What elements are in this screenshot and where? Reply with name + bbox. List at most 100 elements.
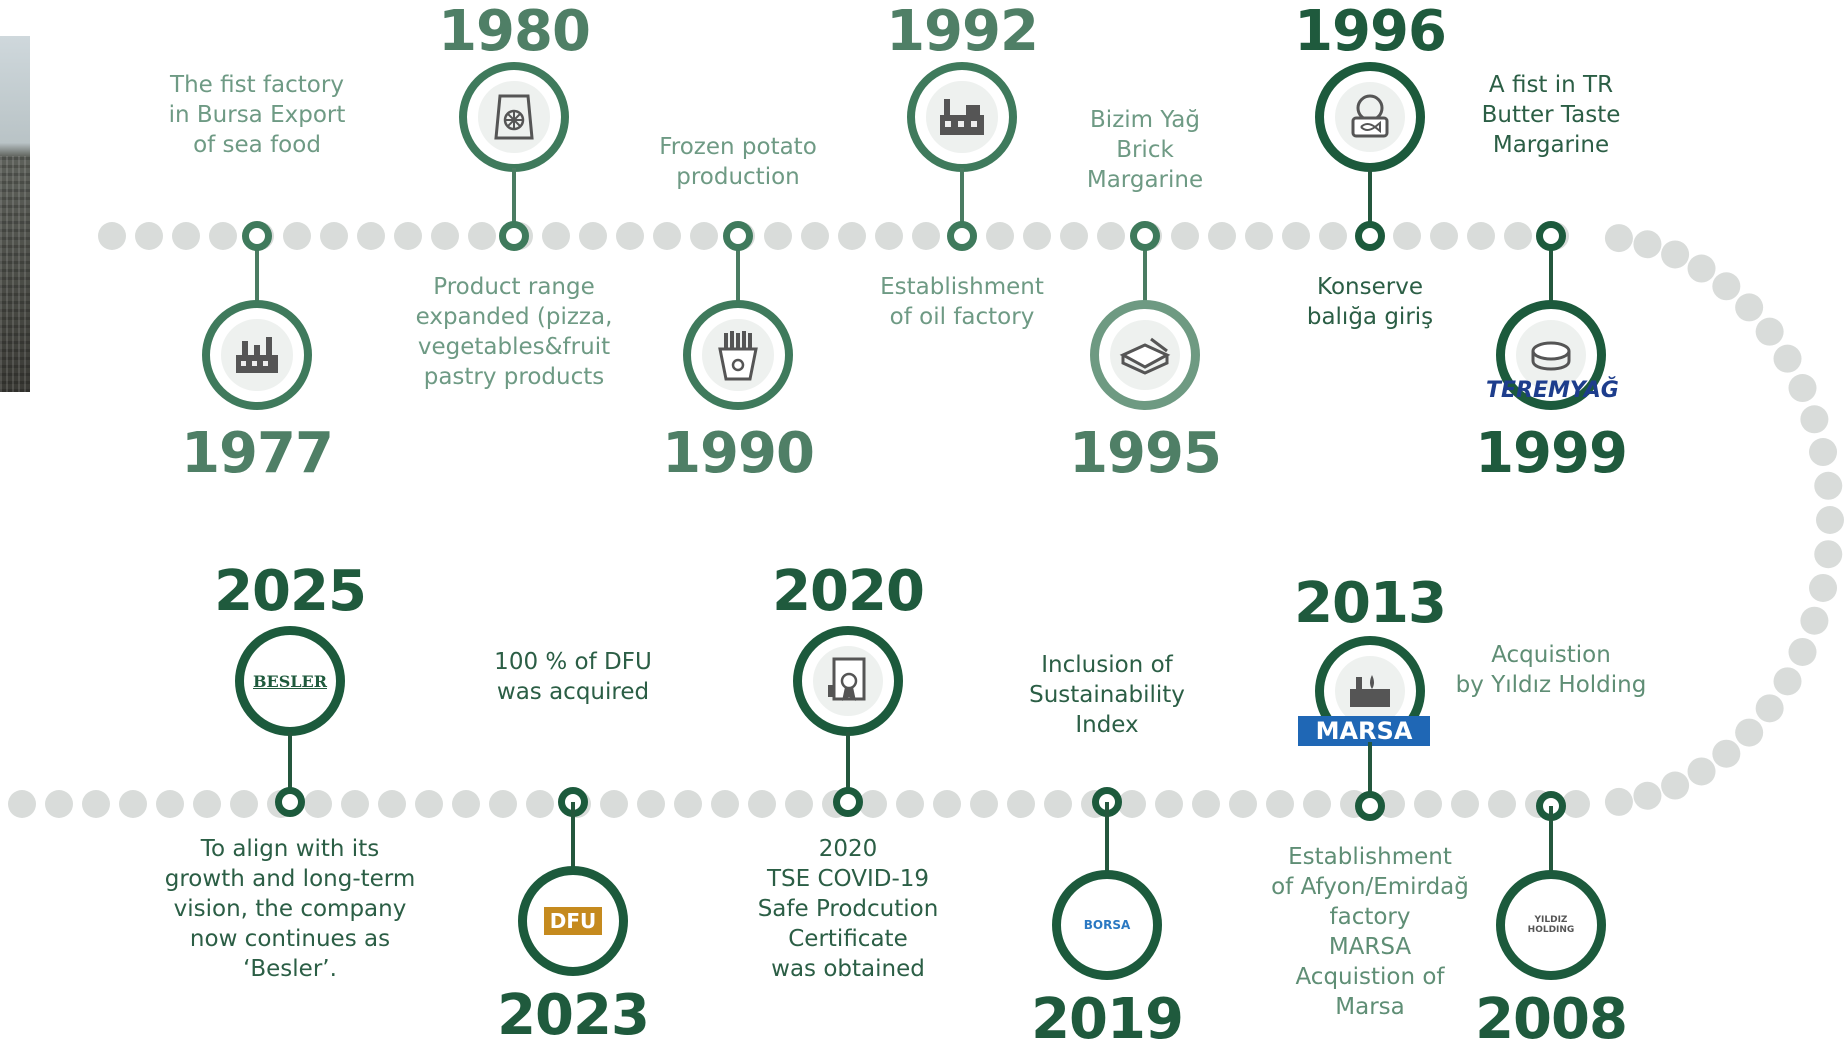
- event-1980-label: Product range expanded (pizza, vegetable…: [415, 274, 613, 390]
- timeline-dot: [1319, 222, 1347, 250]
- timeline-dot: [653, 222, 681, 250]
- event-1980-node: [499, 221, 529, 251]
- event-2023-year: 2023: [497, 983, 650, 1048]
- timeline-dot: [98, 222, 126, 250]
- timeline-dot: [1788, 374, 1817, 403]
- event-2013-stem: [1368, 742, 1372, 802]
- butter-icon: [1110, 320, 1180, 390]
- timeline-dot: [1488, 790, 1516, 818]
- fish-can-icon: [1335, 82, 1405, 152]
- timeline-dot: [912, 222, 940, 250]
- event-1995-node: [1130, 221, 1160, 251]
- timeline-dot: [1809, 573, 1838, 602]
- timeline-dot: [637, 790, 665, 818]
- timeline-dot: [378, 790, 406, 818]
- timeline-dot: [193, 790, 221, 818]
- event-1996-badge: [1315, 62, 1425, 172]
- timeline-dot: [579, 222, 607, 250]
- event-1999-badge: [1496, 300, 1606, 410]
- event-1999-stem: [1549, 236, 1553, 304]
- timeline-dot: [1171, 222, 1199, 250]
- event-2013-year: 2013: [1294, 571, 1447, 636]
- timeline-dot: [1604, 787, 1633, 816]
- event-2008-stem: [1549, 806, 1553, 872]
- timeline-dot: [1633, 230, 1662, 259]
- certificate-icon: [813, 646, 883, 716]
- event-1990-year: 1990: [662, 421, 815, 486]
- timeline-dot: [1155, 790, 1183, 818]
- timeline-dot: [600, 790, 628, 818]
- event-1980-stem: [512, 168, 516, 236]
- borsa-istanbul-logo-icon: BORSA: [1072, 890, 1142, 960]
- timeline-dot: [1060, 222, 1088, 250]
- frozen-bag-icon: [478, 81, 550, 153]
- timeline-dot: [1773, 667, 1802, 696]
- timeline-dot: [674, 790, 702, 818]
- timeline-dot: [1229, 790, 1257, 818]
- timeline-dot: [1562, 790, 1590, 818]
- event-1992-stem: [960, 168, 964, 236]
- marsa-factory-icon: [1335, 656, 1405, 726]
- marsa-brand-logo: MARSA: [1298, 716, 1430, 746]
- timeline-dot: [1044, 790, 1072, 818]
- timeline-dot: [1800, 405, 1829, 434]
- yildiz-holding-logo-icon: YILDIZ HOLDING: [1516, 890, 1586, 960]
- timeline-dot: [1604, 224, 1633, 253]
- event-2025-year: 2025: [214, 559, 367, 624]
- event-1977-badge: [202, 300, 312, 410]
- timeline-dot: [1393, 222, 1421, 250]
- timeline-dot: [341, 790, 369, 818]
- event-2020-badge: [793, 626, 903, 736]
- timeline-dot: [304, 790, 332, 818]
- event-2019-year: 2019: [1031, 987, 1184, 1052]
- event-1977-node: [242, 221, 272, 251]
- fries-icon: [702, 319, 774, 391]
- timeline-dot: [415, 790, 443, 818]
- timeline-dot: [1303, 790, 1331, 818]
- margarine-tub-icon: [1516, 320, 1586, 390]
- timeline-dot: [1735, 293, 1764, 322]
- timeline-dot: [1755, 694, 1784, 723]
- timeline-dot: [1814, 540, 1843, 569]
- timeline-dot: [859, 790, 887, 818]
- timeline-dot: [320, 222, 348, 250]
- timeline-dot: [764, 222, 792, 250]
- event-2008-badge: YILDIZ HOLDING: [1496, 870, 1606, 980]
- timeline-dot: [1712, 739, 1741, 768]
- timeline-dot: [1245, 222, 1273, 250]
- event-1990-badge: [683, 300, 793, 410]
- event-2008-year: 2008: [1475, 987, 1628, 1052]
- timeline-dot: [1755, 317, 1784, 346]
- timeline-dot: [357, 222, 385, 250]
- event-1992-badge: [907, 62, 1017, 172]
- event-1995-badge: [1090, 300, 1200, 410]
- event-2019-stem: [1105, 802, 1109, 872]
- timeline-dot: [1451, 790, 1479, 818]
- event-2020-label: 2020 TSE COVID-19 Safe Prodcution Certif…: [757, 836, 939, 982]
- event-2023-badge: DFU: [518, 866, 628, 976]
- timeline-dot: [1007, 790, 1035, 818]
- timeline-dot: [542, 222, 570, 250]
- event-1992-label: Establishment of oil factory: [880, 274, 1044, 330]
- timeline-dot: [526, 790, 554, 818]
- event-1996-node: [1355, 221, 1385, 251]
- event-2020-stem: [846, 732, 850, 802]
- timeline-dot: [970, 790, 998, 818]
- timeline-dot: [1735, 718, 1764, 747]
- timeline-dot: [394, 222, 422, 250]
- timeline-dot: [986, 222, 1014, 250]
- timeline-dot: [1788, 637, 1817, 666]
- oil-factory-icon: [926, 81, 998, 153]
- event-1996-stem: [1368, 168, 1372, 236]
- event-2025-node: [275, 787, 305, 817]
- timeline-dot: [1814, 471, 1843, 500]
- event-1990-label: Frozen potato production: [659, 134, 817, 190]
- timeline-dot: [452, 790, 480, 818]
- event-2019-badge: BORSA: [1052, 870, 1162, 980]
- timeline-dot: [1266, 790, 1294, 818]
- event-2020-year: 2020: [772, 559, 925, 624]
- besler-logo-icon: BESLER: [253, 646, 327, 716]
- timeline-dot: [1282, 222, 1310, 250]
- timeline-dot: [1712, 272, 1741, 301]
